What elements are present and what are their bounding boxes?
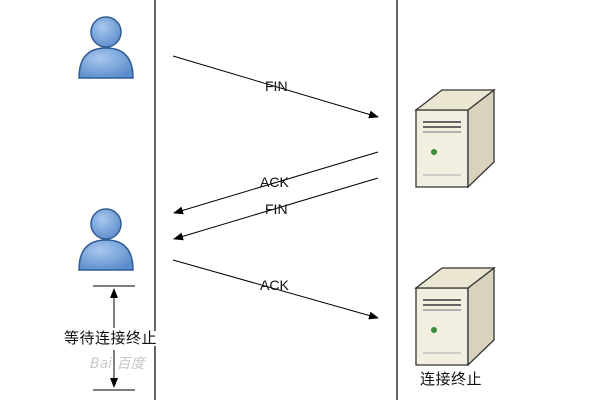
client-wait-label: 等待连接终止 bbox=[62, 329, 160, 347]
person-icon bbox=[78, 208, 134, 271]
ack-arrow-1 bbox=[173, 151, 379, 215]
person-icon bbox=[78, 16, 134, 79]
server-icon bbox=[414, 266, 496, 367]
server-icon bbox=[414, 88, 496, 189]
fin-label-2: FIN bbox=[265, 201, 288, 217]
fin-arrow-1 bbox=[172, 55, 379, 119]
ack-label-1: ACK bbox=[260, 174, 289, 190]
watermark: Bai 百度 bbox=[90, 356, 145, 372]
fin-label-1: FIN bbox=[265, 78, 288, 94]
server-closed-label: 连接终止 bbox=[420, 370, 483, 388]
ack-label-2: ACK bbox=[260, 277, 289, 293]
ack-arrow-2 bbox=[172, 259, 379, 320]
fin-arrow-2 bbox=[173, 177, 379, 241]
